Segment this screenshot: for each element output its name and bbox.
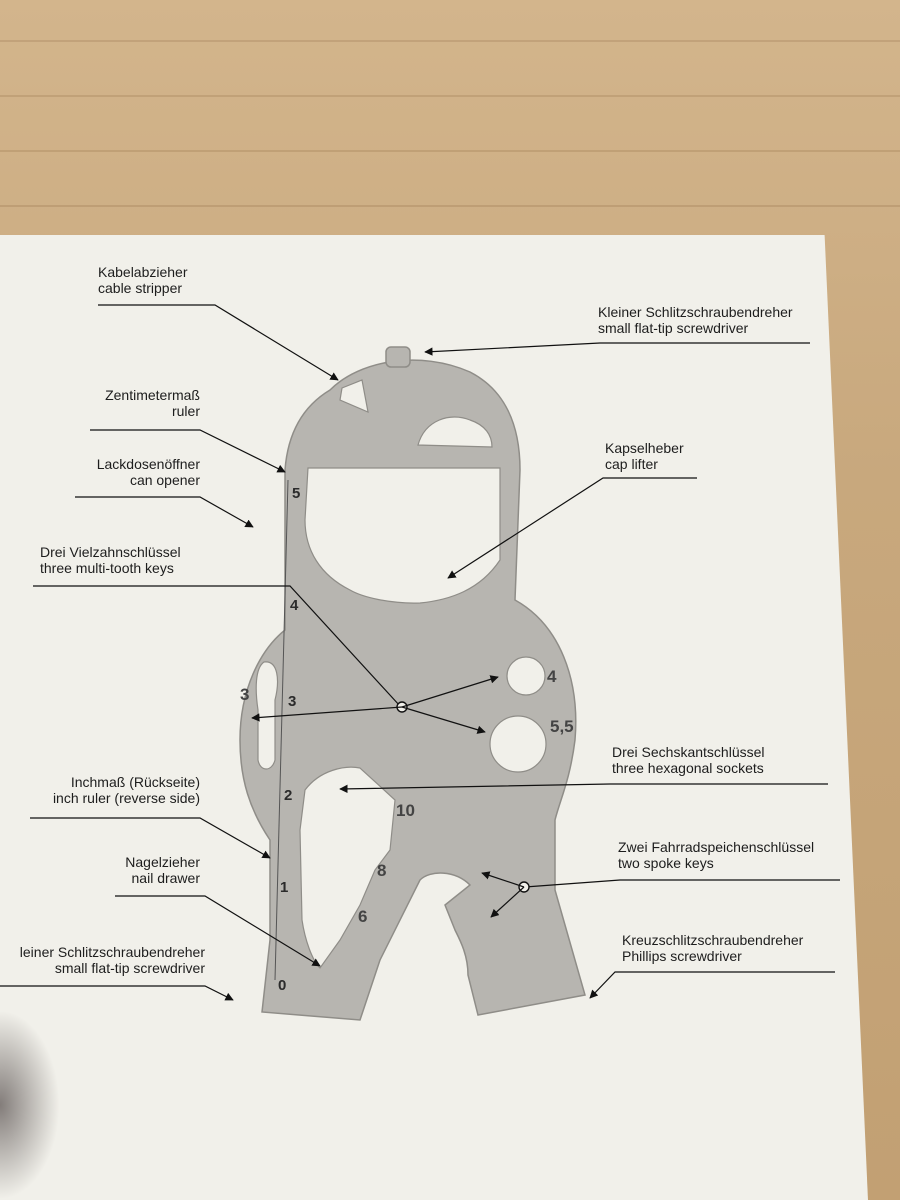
ruler-mark-4: 4 [290,597,299,614]
svg-text:two spoke keys: two spoke keys [618,855,714,871]
svg-text:Drei Vielzahnschlüssel: Drei Vielzahnschlüssel [40,544,181,560]
svg-text:can opener: can opener [130,472,200,488]
label-can-opener: Lackdosenöffner can opener [75,456,254,528]
leader-multi-tooth [33,585,401,707]
key-hole-5-5 [489,715,547,773]
key-slot-3 [255,661,279,770]
svg-text:leiner Schlitzschraubendreher: leiner Schlitzschraubendreher [20,944,206,960]
svg-text:Nagelzieher: Nagelzieher [125,854,200,870]
key-hole-4 [506,656,546,696]
key-size-5-5: 5,5 [550,717,574,736]
ruler-edge [274,479,289,981]
svg-text:three multi-tooth keys: three multi-tooth keys [40,560,174,576]
svg-text:Inchmaß (Rückseite): Inchmaß (Rückseite) [71,774,200,790]
half-moon-hole [417,416,493,448]
multitool-body [239,346,586,1021]
ruler-mark-0: 0 [278,977,286,994]
leader-ruler [90,429,286,473]
label-phillips: Kreuzschlitzschraubendreher Phillips scr… [589,932,835,999]
finger-shadow [0,1010,60,1200]
hex-socket-slot [299,766,396,969]
label-screwdriver-bottom: leiner Schlitzschraubendreher small flat… [0,944,234,1001]
svg-text:cable stripper: cable stripper [98,280,182,296]
label-nail-drawer: Nagelzieher nail drawer [115,854,321,967]
svg-text:Kapselheber: Kapselheber [605,440,684,456]
label-screwdriver-top: Kleiner Schlitzschraubendreher small fla… [424,304,810,356]
ruler-mark-3: 3 [288,693,296,710]
leader-screwdriver-bottom [0,985,234,1001]
svg-text:Kabelabzieher: Kabelabzieher [98,264,188,280]
hex-size-10: 10 [396,801,415,820]
leader-cap-lifter [447,477,697,579]
leader-screwdriver-top [424,342,810,356]
leader-spoke-keys [524,879,840,888]
key-size-3: 3 [240,685,249,704]
key-size-4: 4 [547,667,557,686]
svg-text:Drei Sechskantschlüssel: Drei Sechskantschlüssel [612,744,765,760]
leader-cable-stripper [98,304,339,381]
label-cap-lifter: Kapselheber cap lifter [447,440,697,579]
leader-hex-sockets [339,783,828,794]
key-sizes: 4 5,5 3 10 8 6 [240,667,574,926]
leader-phillips [589,971,835,999]
label-hex-sockets: Drei Sechskantschlüssel three hexagonal … [339,744,828,794]
svg-text:three hexagonal sockets: three hexagonal sockets [612,760,764,776]
svg-text:small flat-tip screwdriver: small flat-tip screwdriver [598,320,748,336]
svg-text:nail drawer: nail drawer [132,870,201,886]
label-spoke-keys: Zwei Fahrradspeichenschlüssel two spoke … [481,839,840,918]
svg-text:Kreuzschlitzschraubendreher: Kreuzschlitzschraubendreher [622,932,804,948]
svg-text:cap lifter: cap lifter [605,456,658,472]
leader-nail-drawer [115,895,321,967]
svg-text:Phillips screwdriver: Phillips screwdriver [622,948,742,964]
ruler-mark-1: 1 [280,879,288,896]
svg-text:Kleiner Schlitzschraubendreher: Kleiner Schlitzschraubendreher [598,304,793,320]
leader-inch-ruler [30,817,271,859]
label-inch-ruler: Inchmaß (Rückseite) inch ruler (reverse … [30,774,271,859]
ruler-mark-5: 5 [292,485,300,502]
ruler-mark-2: 2 [284,787,292,804]
hex-size-6: 6 [358,907,367,926]
svg-text:Zwei Fahrradspeichenschlüssel: Zwei Fahrradspeichenschlüssel [618,839,814,855]
leader-can-opener [75,496,254,528]
label-ruler: Zentimetermaß ruler [90,387,286,473]
hex-size-8: 8 [377,861,386,880]
ruler-scale: 5 4 3 2 1 0 [274,479,300,994]
svg-text:Lackdosenöffner: Lackdosenöffner [97,456,201,472]
label-multi-tooth: Drei Vielzahnschlüssel three multi-tooth… [33,544,499,734]
bottle-opener-hole [304,467,501,604]
cable-stripper-notch [339,379,369,413]
svg-text:Zentimetermaß: Zentimetermaß [105,387,200,403]
svg-text:small flat-tip screwdriver: small flat-tip screwdriver [55,960,205,976]
svg-text:ruler: ruler [172,403,200,419]
top-tab [385,346,411,368]
label-cable-stripper: Kabelabzieher cable stripper [98,264,339,381]
svg-text:inch ruler (reverse side): inch ruler (reverse side) [53,790,200,806]
